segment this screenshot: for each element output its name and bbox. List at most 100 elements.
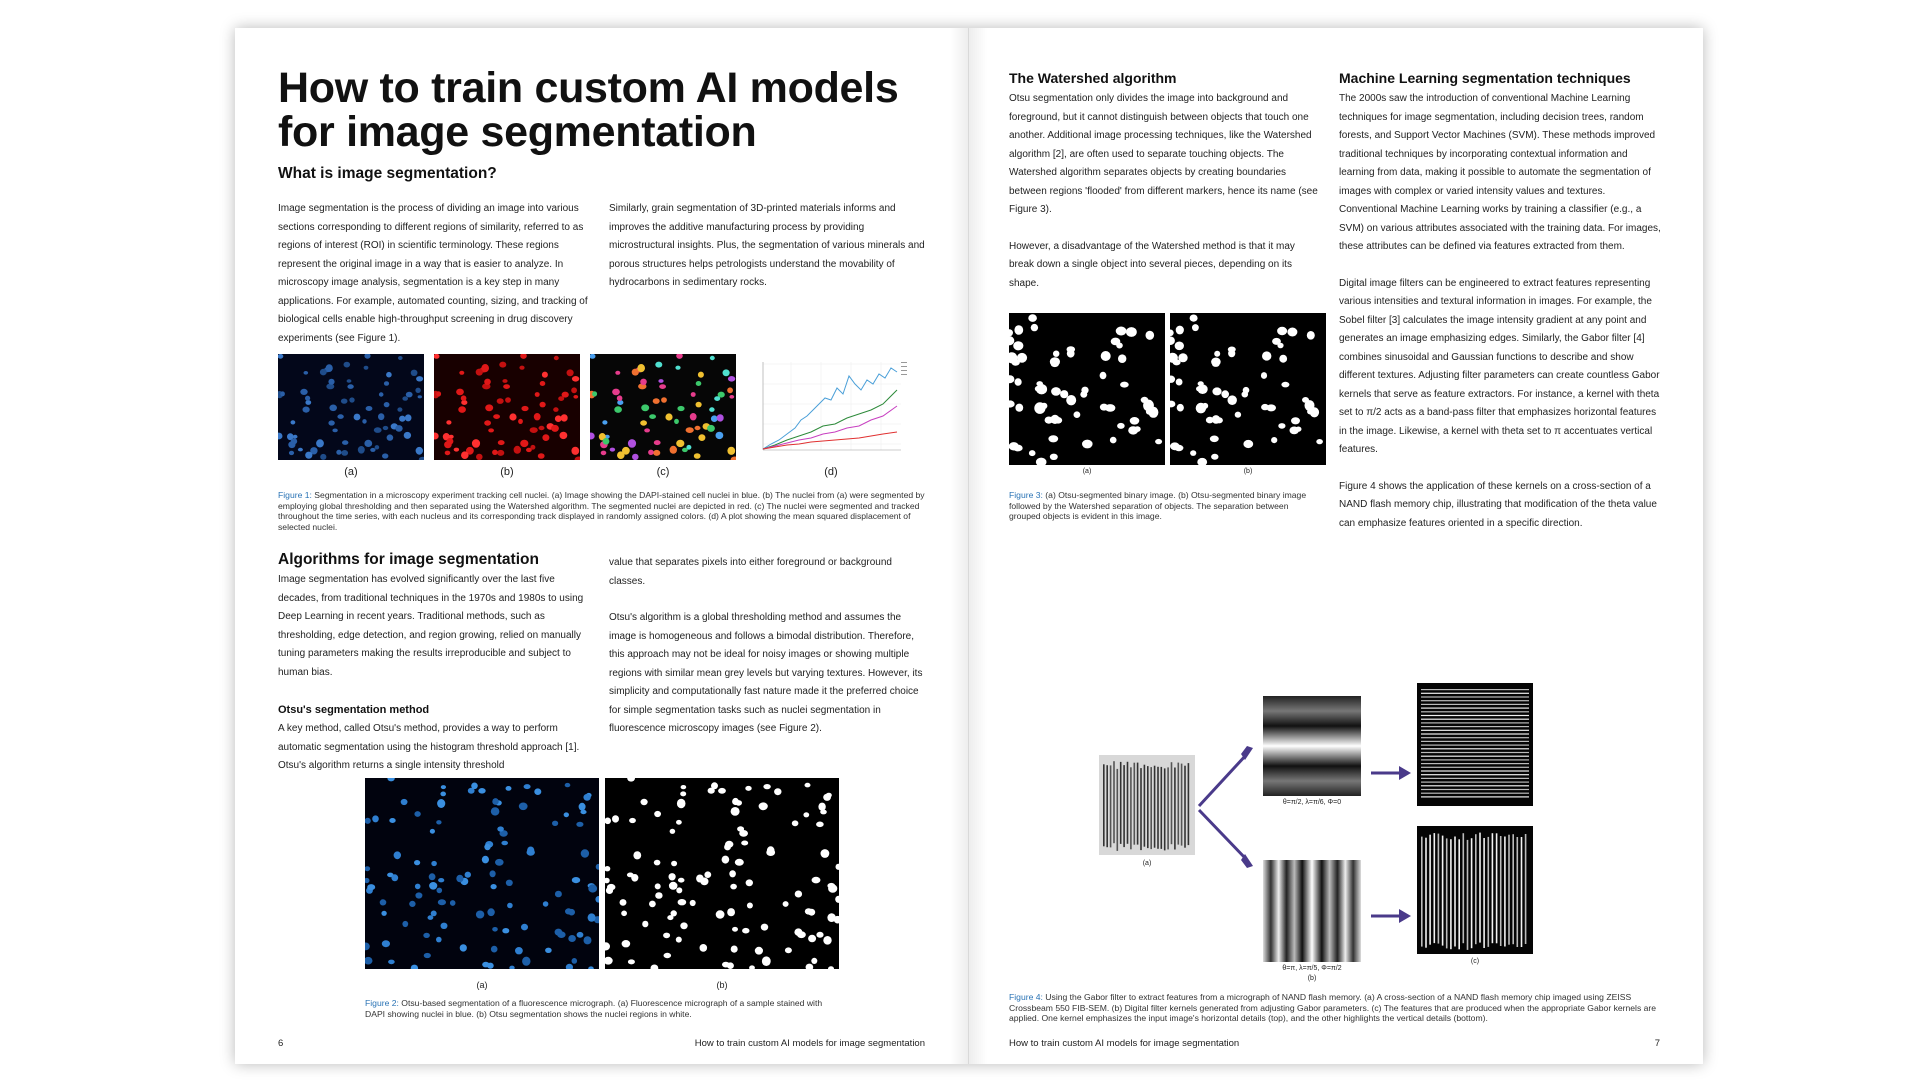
nucleus-blob (365, 866, 371, 872)
nucleus-blob (622, 446, 630, 455)
nucleus-blob (564, 782, 571, 788)
nucleus-blob (602, 420, 608, 425)
nucleus-blob (1272, 337, 1281, 345)
nucleus-blob (436, 820, 442, 825)
texture-stripe (1421, 777, 1529, 779)
nucleus-blob (393, 851, 401, 860)
nucleus-blob (655, 892, 663, 899)
nucleus-blob (663, 952, 672, 959)
nucleus-blob (1060, 390, 1069, 399)
nucleus-blob (386, 371, 392, 378)
nucleus-blob (811, 957, 818, 964)
nucleus-blob (565, 908, 573, 915)
nucleus-blob (629, 817, 636, 824)
nucleus-blob (558, 396, 565, 401)
nucleus-blob (823, 936, 832, 945)
texture-stripe (1187, 763, 1190, 846)
nucleus-blob (616, 395, 623, 401)
nucleus-blob (1109, 436, 1117, 444)
nucleus-blob (482, 961, 490, 968)
nucleus-blob (518, 802, 528, 811)
nucleus-blob (505, 879, 513, 886)
texture-stripe (1421, 729, 1529, 731)
nucleus-blob (364, 439, 373, 447)
nucleus-blob (1099, 371, 1107, 380)
nucleus-blob (449, 900, 456, 906)
nucleus-blob (745, 785, 752, 791)
nucleus-blob (588, 884, 598, 893)
nucleus-blob (707, 424, 715, 432)
document-spread: How to train custom AI models for image … (235, 28, 1703, 1064)
nucleus-blob (794, 928, 803, 936)
nucleus-blob (1118, 354, 1127, 363)
texture-stripe (1177, 762, 1180, 845)
figure1-caption-text: Segmentation in a microscopy experiment … (278, 490, 925, 532)
nucleus-blob (288, 450, 295, 456)
texture-stripe (1429, 834, 1431, 945)
nucleus-blob (428, 873, 436, 881)
figure4-caption-text: Using the Gabor filter to extract featur… (1009, 992, 1657, 1024)
texture-stripe (1421, 726, 1529, 728)
nucleus-blob (533, 413, 541, 421)
nucleus-blob (319, 368, 327, 376)
nucleus-blob (501, 840, 508, 846)
nucleus-blob (1035, 457, 1047, 465)
nucleus-blob (559, 431, 568, 440)
nucleus-blob (685, 427, 694, 433)
nucleus-blob (1016, 352, 1028, 363)
nucleus-blob (746, 902, 753, 909)
nucleus-blob (467, 787, 475, 794)
nucleus-blob (827, 913, 836, 922)
nucleus-blob (363, 365, 369, 370)
right-page: The Watershed algorithm Otsu segmentatio… (969, 28, 1703, 1064)
nucleus-blob (694, 425, 701, 431)
nucleus-blob (640, 420, 647, 426)
texture-stripe (1113, 761, 1115, 844)
nucleus-blob (716, 414, 724, 422)
nucleus-blob (365, 877, 370, 884)
nucleus-blob (484, 843, 491, 851)
texture-stripe (1143, 764, 1146, 847)
nucleus-blob (541, 371, 548, 378)
figure4-label-b: (b) (1307, 975, 1317, 982)
nucleus-blob (459, 370, 465, 375)
nucleus-blob (739, 830, 748, 837)
nucleus-blob (492, 927, 498, 932)
nucleus-blob (580, 809, 587, 815)
nucleus-blob (1291, 417, 1300, 425)
nucleus-blob (1134, 426, 1141, 432)
nucleus-blob (378, 392, 384, 397)
nucleus-blob (818, 802, 826, 811)
nucleus-blob (484, 420, 491, 426)
nucleus-blob (278, 354, 284, 359)
nucleus-blob (619, 899, 627, 906)
texture-stripe (1508, 834, 1510, 945)
nucleus-blob (612, 388, 620, 396)
nucleus-blob (711, 782, 718, 790)
nucleus-blob (534, 392, 540, 397)
nucleus-blob (605, 956, 613, 965)
algorithms-col1-text: Image segmentation has evolved significa… (278, 574, 584, 678)
nucleus-blob (434, 354, 440, 359)
algorithms-col2: value that separates pixels into either … (609, 554, 927, 739)
texture-stripe (1119, 761, 1122, 844)
nucleus-blob (690, 392, 696, 397)
nucleus-blob (774, 788, 782, 796)
texture-stripe (1421, 766, 1529, 768)
nucleus-blob (710, 415, 718, 422)
nucleus-blob (1028, 450, 1036, 457)
nucleus-blob (742, 927, 750, 934)
nucleus-blob (835, 863, 839, 870)
nucleus-blob (677, 877, 685, 883)
nucleus-blob (1081, 386, 1089, 394)
nucleus-blob (1243, 439, 1254, 449)
figure1-caption: Figure 1: Segmentation in a microscopy e… (278, 490, 926, 532)
texture-stripe (1421, 714, 1529, 717)
figure4-caption-label: Figure 4: (1009, 992, 1043, 1002)
nucleus-blob (389, 818, 396, 823)
nucleus-blob (342, 440, 349, 445)
nucleus-blob (481, 364, 489, 373)
nucleus-blob (1302, 397, 1309, 403)
nucleus-blob (521, 405, 529, 412)
figure1-c-image (590, 354, 736, 460)
